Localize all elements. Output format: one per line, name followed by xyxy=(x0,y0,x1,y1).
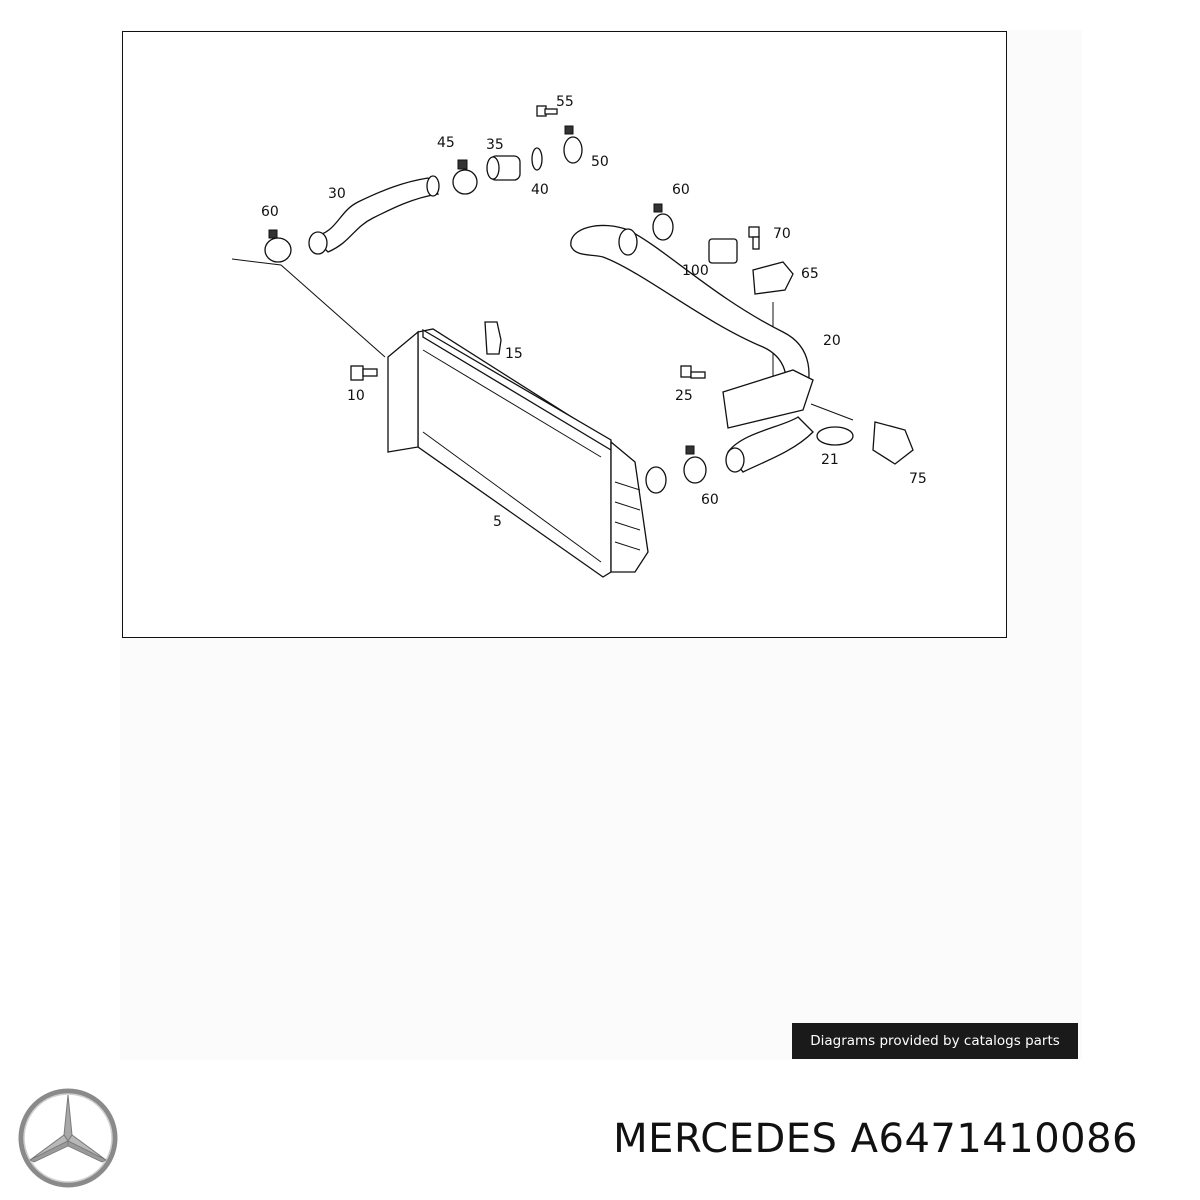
valve-part-75 xyxy=(872,421,914,465)
callout-10: 10 xyxy=(347,388,365,404)
callout-60-top: 60 xyxy=(672,182,690,198)
callout-60-left: 60 xyxy=(261,204,279,220)
connector-part-35 xyxy=(486,155,521,181)
sensor-part-65 xyxy=(752,261,794,295)
bolt-part-55 xyxy=(536,105,558,117)
callout-35: 35 xyxy=(486,137,504,153)
bracket-part-15 xyxy=(484,321,502,355)
intercooler-part-5 xyxy=(387,328,667,578)
bolt-part-25 xyxy=(680,365,706,379)
clamp-part-60-bottom xyxy=(683,445,707,484)
callout-60-bottom: 60 xyxy=(701,492,719,508)
bolt-part-70 xyxy=(748,226,760,250)
clamp-part-60-top xyxy=(652,203,674,241)
callout-21: 21 xyxy=(821,452,839,468)
credit-banner: Diagrams provided by catalogs parts xyxy=(792,1023,1078,1059)
callout-labels: 55 45 35 50 40 30 60 60 70 100 65 20 15 … xyxy=(261,94,927,530)
callout-15: 15 xyxy=(505,346,523,362)
callout-25: 25 xyxy=(675,388,693,404)
callout-70: 70 xyxy=(773,226,791,242)
bolt-part-10 xyxy=(350,365,378,381)
parts-diagram: 55 45 35 50 40 30 60 60 70 100 65 20 15 … xyxy=(122,31,1007,638)
clamp-part-50 xyxy=(563,125,583,164)
mercedes-star-icon xyxy=(18,1088,118,1188)
callout-20: 20 xyxy=(823,333,841,349)
oring-part-40 xyxy=(531,147,543,171)
flange-part-20 xyxy=(722,369,814,429)
callout-100: 100 xyxy=(682,263,709,279)
seal-part-21 xyxy=(816,426,854,446)
clamp-part-60-left xyxy=(264,229,292,263)
callout-5: 5 xyxy=(493,514,502,530)
page-title: MERCEDES A6471410086 xyxy=(613,1116,1138,1162)
diagram-canvas: 55 45 35 50 40 30 60 60 70 100 65 20 15 … xyxy=(231,94,927,578)
callout-75: 75 xyxy=(909,471,927,487)
callout-40: 40 xyxy=(531,182,549,198)
callout-50: 50 xyxy=(591,154,609,170)
callout-55: 55 xyxy=(556,94,574,110)
sensor-part-100 xyxy=(708,238,738,264)
clamp-part-45 xyxy=(452,159,478,195)
callout-45: 45 xyxy=(437,135,455,151)
callout-65: 65 xyxy=(801,266,819,282)
hose-part-20-lower xyxy=(727,416,814,473)
callout-30: 30 xyxy=(328,186,346,202)
